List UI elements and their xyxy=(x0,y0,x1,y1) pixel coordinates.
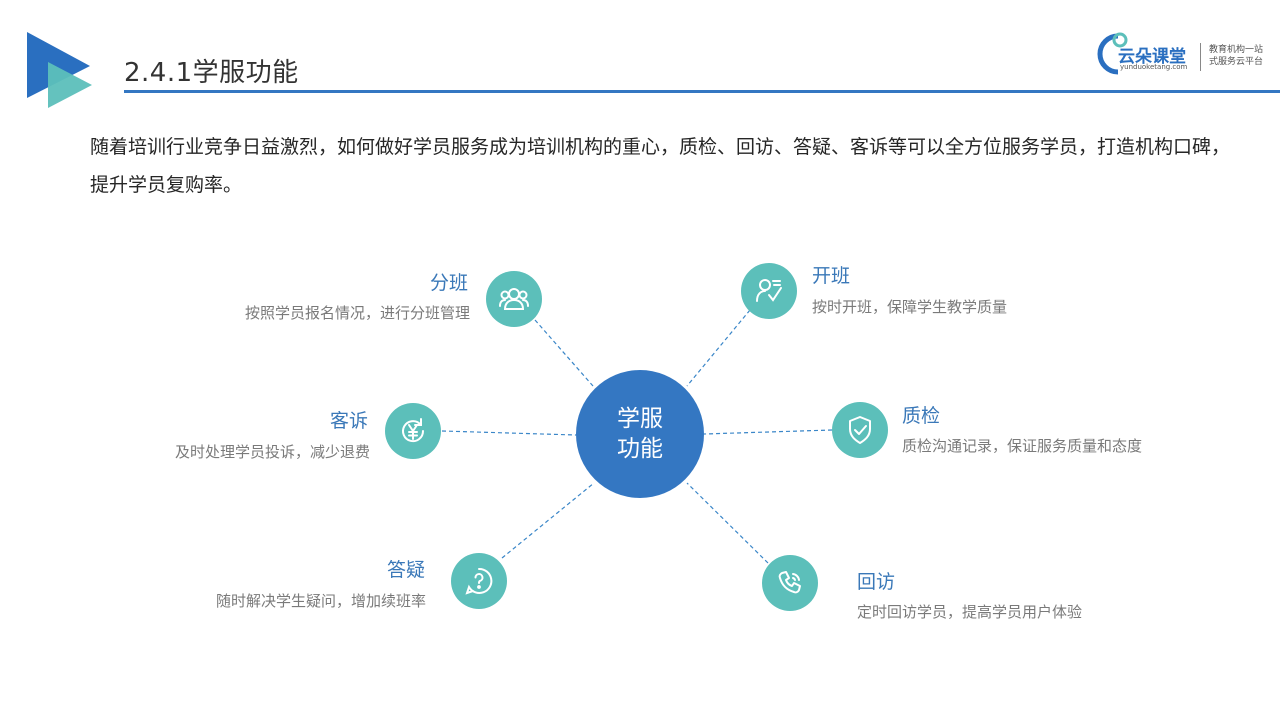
group-icon xyxy=(499,288,529,310)
node-zhijian xyxy=(832,402,888,458)
node-kaiban-desc: 按时开班，保障学生教学质量 xyxy=(812,298,1008,316)
brand-play-logo xyxy=(27,32,92,108)
center-line2: 功能 xyxy=(617,436,663,462)
phone-icon xyxy=(778,571,801,594)
connector-kesu xyxy=(441,430,577,436)
node-fenban-desc: 按照学员报名情况，进行分班管理 xyxy=(244,304,470,322)
brand-logo: 云朵课堂 yunduoketang.com 教育机构一站 式服务云平台 xyxy=(1096,30,1276,76)
node-kesu-title: 客诉 xyxy=(329,410,368,432)
user-check-icon xyxy=(756,279,782,302)
node-fenban xyxy=(486,271,542,327)
node-zhijian-title: 质检 xyxy=(902,405,941,427)
brand-name: 云朵课堂 xyxy=(1118,47,1186,67)
shield-check-icon xyxy=(849,416,871,444)
title-divider xyxy=(124,90,1280,93)
node-huifang xyxy=(762,555,818,611)
node-zhijian-desc: 质检沟通记录，保证服务质量和态度 xyxy=(902,437,1143,455)
brand-slogan: 教育机构一站 式服务云平台 xyxy=(1209,44,1279,68)
connector-kaiban xyxy=(686,309,751,387)
question-bubble-icon xyxy=(465,567,493,595)
node-dayi-title: 答疑 xyxy=(386,559,425,581)
brand-divider xyxy=(1200,43,1201,71)
connector-huifang xyxy=(686,482,769,564)
refund-icon xyxy=(402,418,425,443)
node-dayi-desc: 随时解决学生疑问，增加续班率 xyxy=(215,592,426,610)
cloud-icon xyxy=(1097,32,1128,75)
connector-dayi xyxy=(501,482,595,559)
node-kaiban-title: 开班 xyxy=(812,265,851,287)
page-title: 2.4.1学服功能 xyxy=(124,58,299,88)
intro-paragraph: 随着培训行业竞争日益激烈，如何做好学员服务成为培训机构的重心，质检、回访、答疑、… xyxy=(90,136,1231,196)
connector-fenban xyxy=(534,319,594,387)
brand-slogan-line1: 教育机构一站 xyxy=(1209,45,1264,55)
node-kaiban xyxy=(741,263,797,319)
node-kesu-desc: 及时处理学员投诉，减少退费 xyxy=(174,443,370,461)
node-dayi xyxy=(451,553,507,609)
center-line1: 学服 xyxy=(617,406,663,432)
brand-slogan-line2: 式服务云平台 xyxy=(1209,57,1264,67)
node-fenban-title: 分班 xyxy=(429,272,468,294)
center-hub: 学服 功能 xyxy=(576,370,704,498)
node-huifang-desc: 定时回访学员，提高学员用户体验 xyxy=(857,603,1083,621)
node-kesu xyxy=(385,403,441,459)
connector-zhijian xyxy=(703,429,833,435)
brand-url: yunduoketang.com xyxy=(1120,63,1188,71)
node-huifang-title: 回访 xyxy=(857,571,896,593)
